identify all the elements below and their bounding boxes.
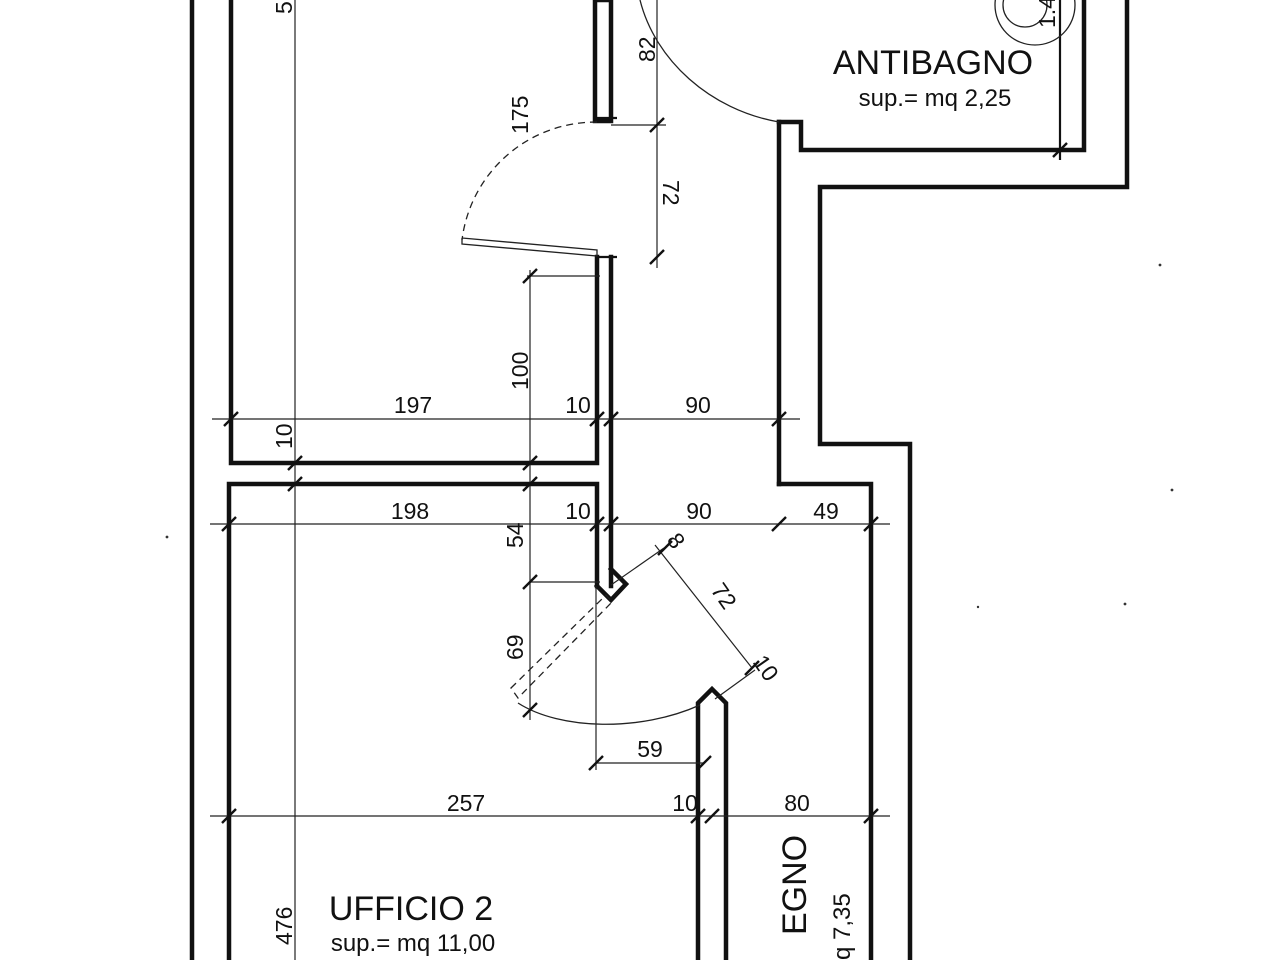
dim-label-80: 80 bbox=[784, 790, 810, 816]
dim-diag-72 bbox=[654, 544, 753, 669]
dim-label-10-left: 10 bbox=[271, 423, 297, 449]
dim-label-59: 59 bbox=[637, 736, 663, 762]
dim-label-90-row1: 90 bbox=[685, 392, 711, 418]
room-area-disimpegno: q 7,35 bbox=[829, 893, 856, 960]
dim-label-72-upper: 72 bbox=[658, 180, 684, 206]
dim-label-antibagno-edge: 1.4 bbox=[1034, 0, 1060, 28]
room-name-antibagno: ANTIBAGNO bbox=[833, 44, 1033, 82]
dim-label-175: 175 bbox=[507, 96, 533, 134]
dimension-labels: 5 1.4 82 175 72 100 197 10 90 10 198 10 … bbox=[271, 0, 1060, 945]
disimpegno-wall bbox=[776, 481, 874, 960]
dim-label-476: 476 bbox=[271, 907, 297, 945]
dim-label-8: 8 bbox=[662, 528, 691, 553]
dim-label-100: 100 bbox=[507, 352, 533, 390]
fixture-circle bbox=[994, 0, 1076, 46]
room-area-ufficio-2: sup.= mq 11,00 bbox=[331, 930, 495, 957]
dim-label-72-diag: 72 bbox=[706, 578, 742, 614]
walls bbox=[189, 0, 1130, 960]
door-lower-leaf bbox=[510, 594, 613, 700]
upper-room-wall bbox=[228, 0, 600, 466]
dim-label-left-top: 5 bbox=[271, 1, 297, 14]
ufficio-top-wall bbox=[226, 481, 600, 960]
dim-label-10-row1: 10 bbox=[565, 392, 591, 418]
dim-label-10-row3: 10 bbox=[672, 790, 698, 816]
dim-label-54: 54 bbox=[502, 522, 528, 548]
dim-label-198: 198 bbox=[391, 498, 429, 524]
room-name-ufficio-2: UFFICIO 2 bbox=[329, 890, 493, 928]
inner-wall-right bbox=[695, 685, 729, 960]
door-upper-leaf bbox=[461, 237, 598, 257]
dim-label-90-row2: 90 bbox=[686, 498, 712, 524]
room-name-disimpegno: EGNO bbox=[776, 835, 814, 935]
dim-label-10-row2: 10 bbox=[565, 498, 591, 524]
room-labels: ANTIBAGNO sup.= mq 2,25 UFFICIO 2 sup.= … bbox=[329, 44, 1033, 960]
dim-label-49: 49 bbox=[813, 498, 839, 524]
antibagno-wall bbox=[776, 0, 1087, 153]
door-antibagno-arc bbox=[639, 0, 780, 123]
fixture-circle-inner bbox=[1002, 0, 1048, 28]
dim-label-82: 82 bbox=[634, 36, 660, 62]
dim-label-69: 69 bbox=[502, 634, 528, 660]
door-lower-arc bbox=[517, 702, 701, 725]
outer-wall-right bbox=[817, 0, 1130, 960]
dim-label-10-diag: 10 bbox=[748, 650, 784, 686]
dimension-lines bbox=[210, 0, 890, 960]
dimension-ticks bbox=[221, 117, 1068, 824]
wall-stub-upper bbox=[592, 0, 614, 124]
dim-label-197: 197 bbox=[394, 392, 432, 418]
scan-specks bbox=[165, 263, 1174, 609]
dim-diag-10 bbox=[714, 669, 756, 700]
door-jamb-diagonal bbox=[593, 565, 630, 604]
doors bbox=[461, 0, 1076, 725]
room-area-antibagno: sup.= mq 2,25 bbox=[859, 85, 1012, 112]
dim-diag-8 bbox=[610, 547, 665, 586]
dim-label-257: 257 bbox=[447, 790, 485, 816]
door-upper-arc bbox=[461, 121, 598, 241]
